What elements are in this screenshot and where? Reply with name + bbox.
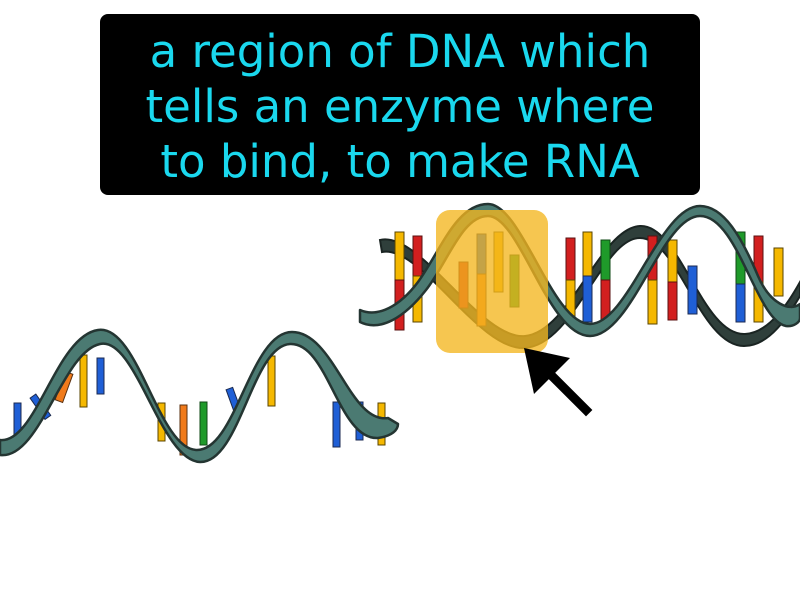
base-pair xyxy=(332,401,341,448)
double-helix-dna xyxy=(358,202,800,350)
base-pair xyxy=(773,247,784,297)
definition-caption: a region of DNA which tells an enzyme wh… xyxy=(100,24,700,189)
base-pair xyxy=(582,231,593,277)
base-pair xyxy=(412,235,423,277)
base-pair xyxy=(600,239,611,281)
arrow-icon xyxy=(524,348,593,417)
caption-line-3: to bind, to make RNA xyxy=(160,135,640,188)
caption-line-2: tells an enzyme where xyxy=(145,80,655,133)
single-strand-backbone xyxy=(0,328,400,464)
base-pair xyxy=(647,279,658,325)
base-pair xyxy=(79,354,88,408)
promoter-highlight xyxy=(436,210,548,353)
single-strand-dna xyxy=(0,328,400,464)
definition-caption-box: a region of DNA which tells an enzyme wh… xyxy=(100,14,700,195)
helix-front-strand xyxy=(358,202,800,338)
base-pair xyxy=(267,355,276,407)
base-pair xyxy=(582,275,593,323)
caption-line-1: a region of DNA which xyxy=(149,25,651,78)
base-pair xyxy=(667,239,678,283)
base-pair xyxy=(199,401,208,446)
base-pair xyxy=(667,281,678,321)
base-pair xyxy=(735,283,746,323)
base-pair xyxy=(687,265,698,315)
base-pair xyxy=(96,357,105,395)
base-pair xyxy=(394,231,405,281)
base-pair xyxy=(565,237,576,281)
